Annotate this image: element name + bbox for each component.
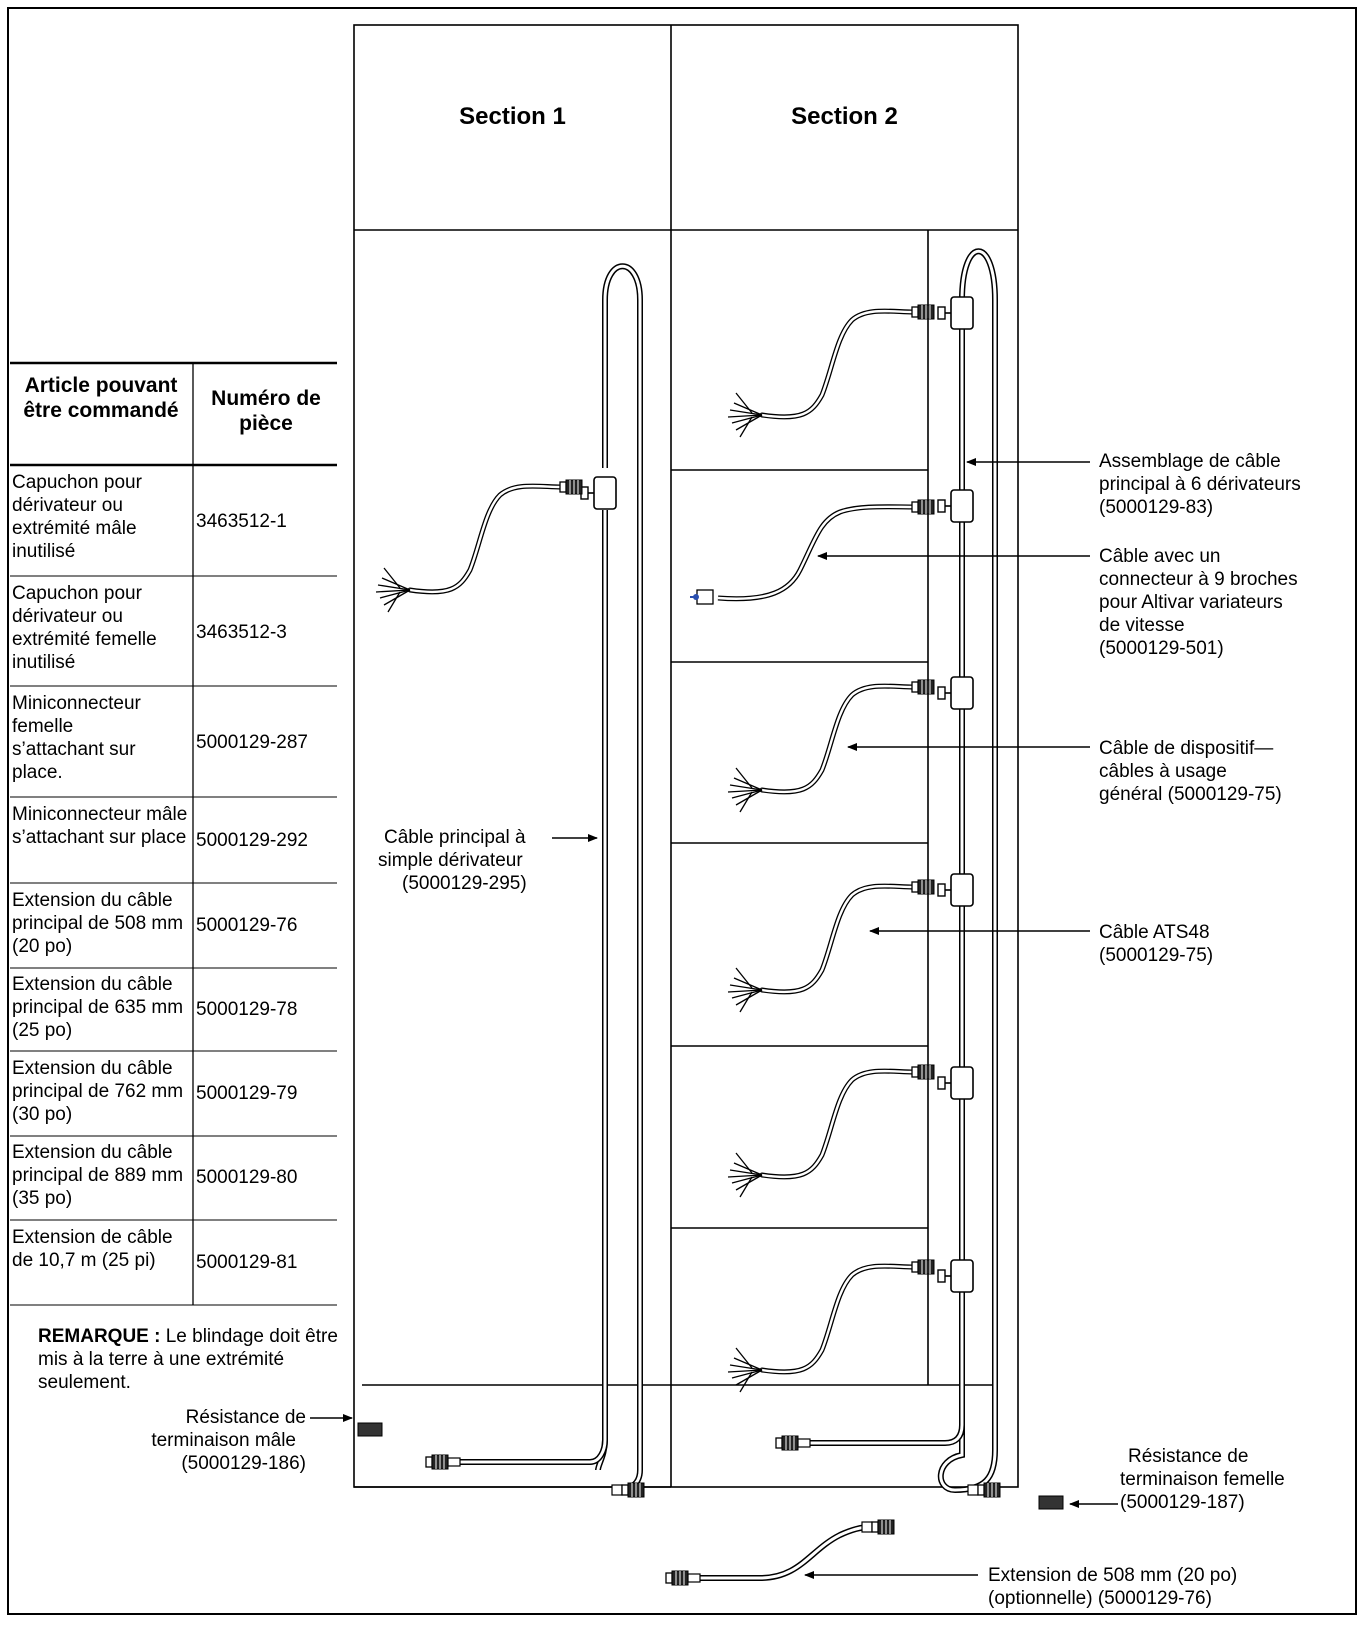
table-row-article: Extension de câble de 10,7 m (25 pi)	[12, 1227, 173, 1271]
table-row-part: 5000129-287	[196, 732, 308, 753]
table-row-article: Miniconnecteur femelle s’attachant sur p…	[12, 693, 141, 783]
table-header-part: Numéro de pièce	[211, 387, 321, 435]
note-text: Le blindage doit être mis à la terre à u…	[38, 1326, 338, 1393]
table-row-part: 5000129-76	[196, 915, 298, 936]
optional-extension-cable	[665, 1519, 895, 1586]
label-male-terminator: Résistance de terminaison mâle (5000129-…	[151, 1407, 306, 1474]
table-row-part: 3463512-1	[196, 511, 287, 532]
table-row-part: 3463512-3	[196, 622, 287, 643]
note: REMARQUE : Le blindage doit être mis à l…	[38, 1325, 338, 1394]
table-row-article: Extension du câble principal de 889 mm (…	[12, 1142, 184, 1209]
table-row-article: Extension du câble principal de 508 mm (…	[12, 890, 184, 957]
table-row-article: Capuchon pour dérivateur ou extrémité mâ…	[12, 472, 142, 562]
label-optional-extension: Extension de 508 mm (20 po) (optionnelle…	[988, 1565, 1238, 1609]
figure-frame	[7, 7, 1357, 1615]
label-main-six-drop: Assemblage de câble principal à 6 dériva…	[1099, 451, 1301, 518]
table-row-part: 5000129-80	[196, 1167, 298, 1188]
label-ats48: Câble ATS48 (5000129-75)	[1099, 922, 1214, 966]
table-row-part: 5000129-292	[196, 830, 308, 851]
table-row-article: Extension du câble principal de 762 mm (…	[12, 1058, 184, 1125]
section2-trunk-cable	[690, 248, 1064, 1510]
order-table-lines	[10, 361, 337, 1306]
label-device-cable: Câble de dispositif— câbles à usage géné…	[1099, 738, 1282, 805]
table-row-part: 5000129-78	[196, 999, 298, 1020]
table-row-article: Capuchon pour dérivateur ou extrémité fe…	[12, 583, 157, 673]
section-2-header: Section 2	[791, 103, 898, 130]
label-main-single-drop: Câble principal à simple dérivateur (500…	[378, 827, 527, 894]
section-1-header: Section 1	[459, 103, 566, 130]
note-label: REMARQUE :	[38, 1326, 161, 1347]
table-row-part: 5000129-79	[196, 1083, 298, 1104]
table-row-article: Extension du câble principal de 635 mm (…	[12, 974, 184, 1041]
table-header-article: Article pouvant être commandé	[23, 374, 179, 422]
label-female-terminator: Résistance de terminaison femelle (50001…	[1120, 1446, 1285, 1513]
table-row-part: 5000129-81	[196, 1252, 298, 1273]
table-row-article: Miniconnecteur mâle s’attachant sur plac…	[12, 804, 188, 848]
section1-trunk-cable	[357, 263, 645, 1498]
label-nine-pin: Câble avec un connecteur à 9 broches pou…	[1099, 546, 1298, 659]
callout-arrows	[310, 458, 1118, 1579]
